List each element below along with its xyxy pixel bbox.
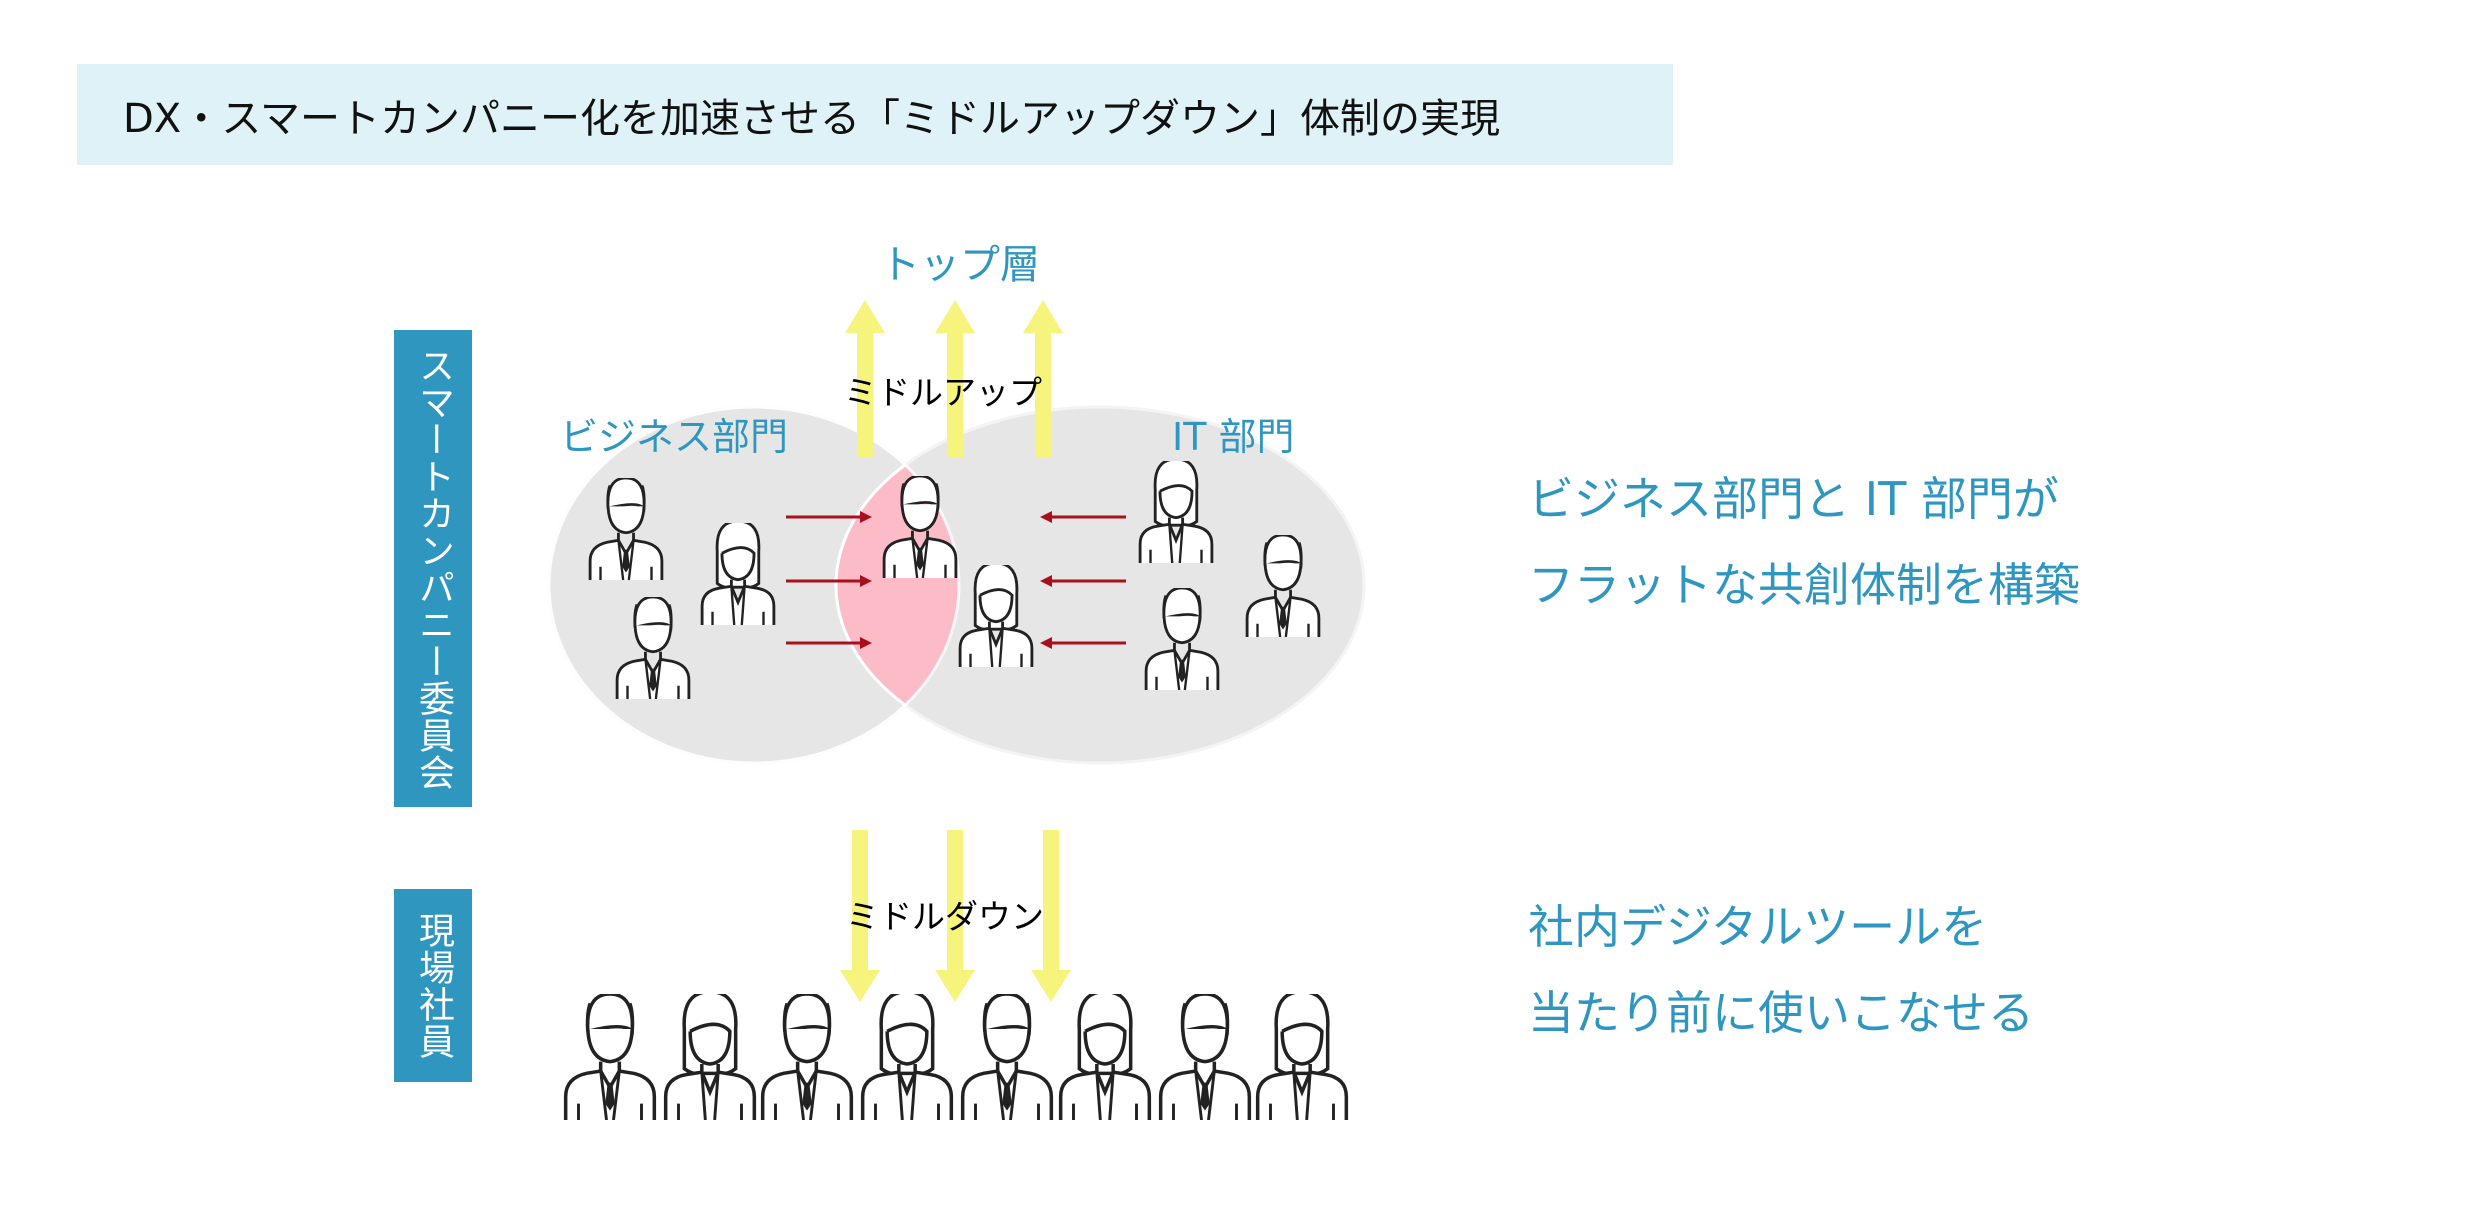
right-arrow — [786, 637, 872, 649]
person-icon — [563, 994, 657, 1120]
top-layer-label: トップ層 — [880, 242, 1040, 288]
it-dept-label: IT 部門 — [1172, 415, 1295, 459]
page-title: DX・スマートカンパニー化を加速させる「ミドルアップダウン」体制の実現 — [123, 95, 1501, 142]
up-arrow — [935, 300, 975, 458]
business-dept-label: ビジネス部門 — [560, 415, 789, 459]
left-arrow — [1040, 511, 1126, 523]
co-creation-description: ビジネス部門と IT 部門が フラットな共創体制を構築 — [1528, 456, 2080, 628]
person-icon — [663, 994, 757, 1120]
field-staff-row — [563, 994, 1349, 1120]
committee-label-box: スマートカンパニー委員会 — [394, 330, 472, 807]
person-icon — [960, 994, 1054, 1120]
description-line: ビジネス部門と IT 部門が — [1528, 472, 2059, 526]
person-icon — [1058, 994, 1152, 1120]
field-staff-label: 現場社員 — [413, 911, 454, 1060]
person-icon — [760, 994, 854, 1120]
person-icon — [860, 994, 954, 1120]
left-arrow — [1040, 575, 1126, 587]
up-arrow — [1023, 300, 1063, 458]
person-icon — [1255, 994, 1349, 1120]
business-to-center-arrows — [786, 511, 872, 649]
up-arrow — [845, 300, 885, 458]
title-banner: DX・スマートカンパニー化を加速させる「ミドルアップダウン」体制の実現 — [77, 64, 1673, 165]
right-arrow — [786, 575, 872, 587]
middle-up-arrows — [845, 300, 1063, 458]
middle-up-label: ミドルアップ — [844, 373, 1042, 412]
middle-down-arrows — [840, 830, 1071, 1002]
down-arrow — [935, 830, 975, 1002]
right-arrow — [786, 511, 872, 523]
it-to-center-arrows — [1040, 511, 1126, 649]
description-line: 当たり前に使いこなせる — [1528, 986, 2034, 1040]
person-icon — [1158, 994, 1252, 1120]
description-line: フラットな共創体制を構築 — [1528, 558, 2080, 612]
description-line: 社内デジタルツールを — [1528, 900, 1988, 954]
digital-tools-description: 社内デジタルツールを 当たり前に使いこなせる — [1528, 884, 2034, 1056]
overlap-area — [834, 407, 959, 763]
middle-down-label: ミドルダウン — [846, 897, 1044, 936]
left-arrow — [1040, 637, 1126, 649]
committee-label: スマートカンパニー委員会 — [413, 346, 454, 791]
down-arrow — [840, 830, 880, 1002]
down-arrow — [1031, 830, 1071, 1002]
field-staff-label-box: 現場社員 — [394, 889, 472, 1082]
